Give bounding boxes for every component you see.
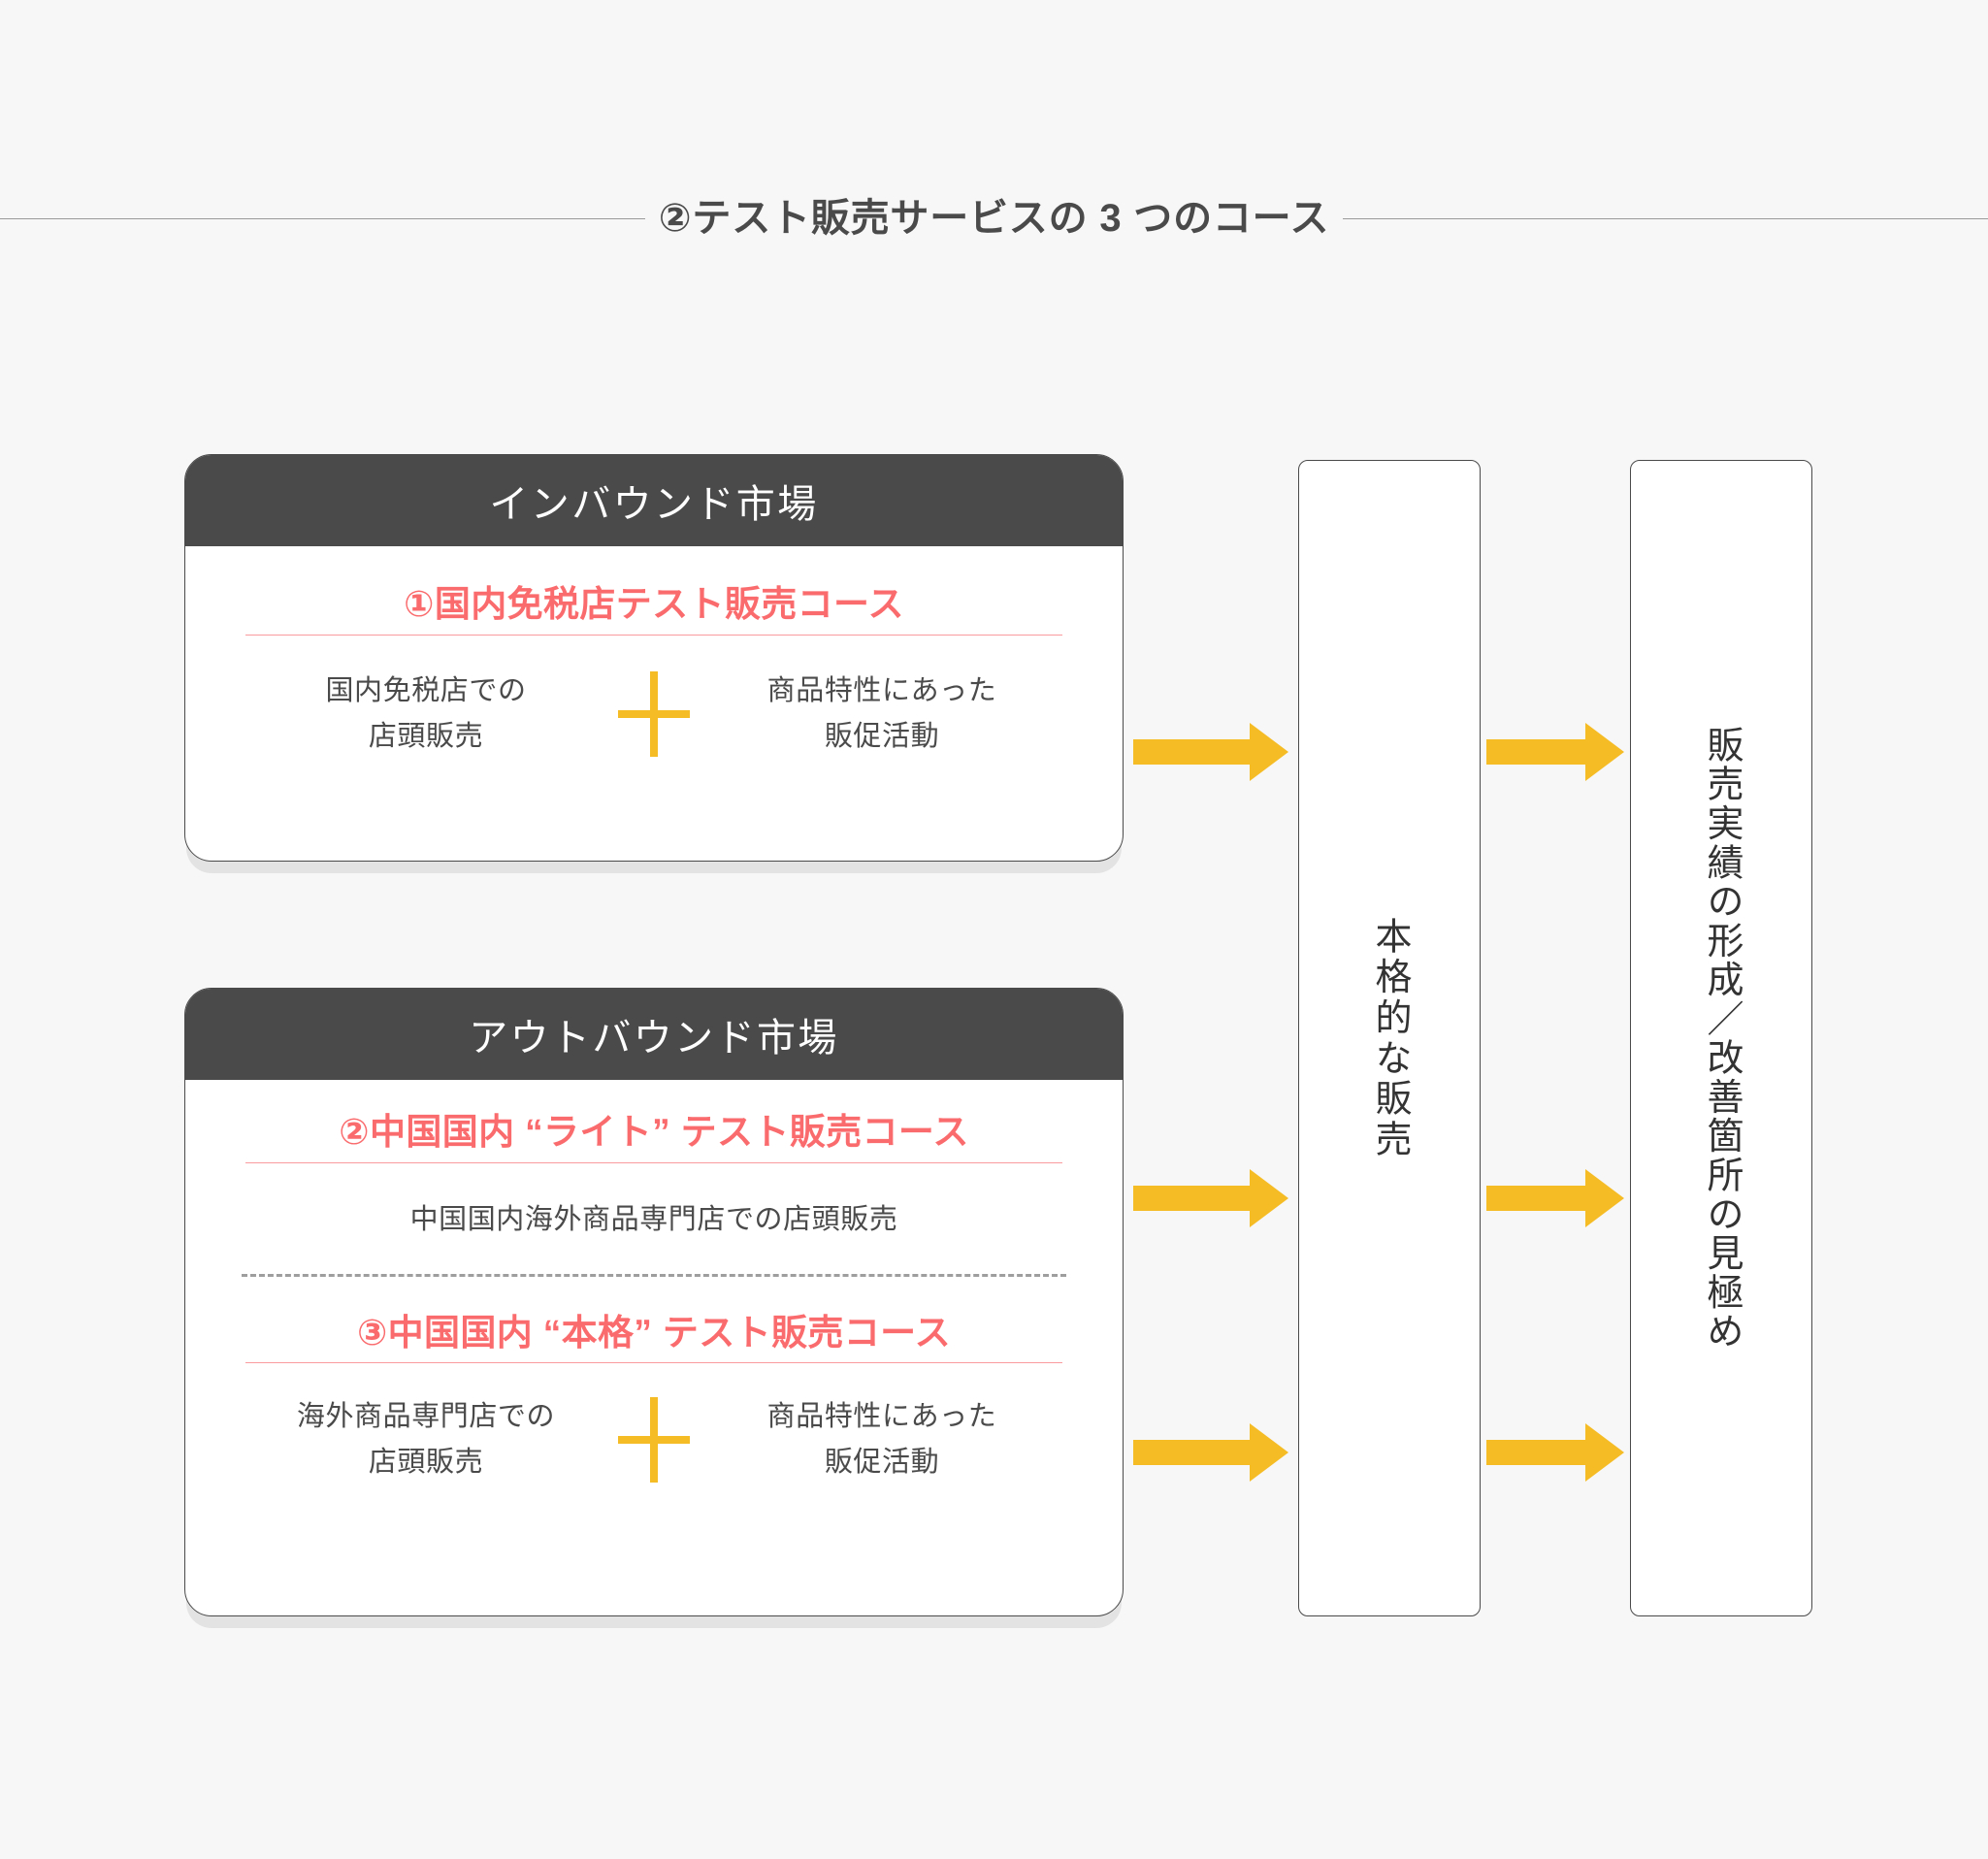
arrow-head <box>1585 1423 1624 1482</box>
arrow-shaft <box>1486 1186 1585 1211</box>
arrow-head <box>1250 1169 1288 1227</box>
course-3-left-line2: 店頭販売 <box>368 1447 484 1479</box>
card-outbound-header: アウトバウンド市場 <box>185 989 1123 1080</box>
course-3-right-line1: 商品特性にあった <box>766 1401 997 1433</box>
course-2-rule <box>245 1161 1062 1163</box>
course-2-title: ②中国国内 “ライト” テスト販売コース <box>339 1112 969 1152</box>
card-inbound-header: インバウンド市場 <box>185 455 1123 546</box>
course-3-right-line2: 販促活動 <box>824 1447 940 1479</box>
course-3-rule <box>245 1362 1062 1364</box>
arrow-shaft <box>1486 1440 1585 1465</box>
arrow-shaft <box>1133 1440 1250 1465</box>
page-title: ②テスト販売サービスの 3 つのコース <box>658 197 1330 240</box>
course-3-formula: 海外商品専門店での 店頭販売 商品特性にあった 販促活動 <box>228 1394 1080 1485</box>
card-inbound-body: ①国内免税店テスト販売コース 国内免税店での 店頭販売 商品特性にあった 販促活… <box>185 546 1123 760</box>
course-1-right-line2: 販促活動 <box>824 720 940 752</box>
course-1-rule <box>245 634 1062 636</box>
arrow-course2-to-fullsale <box>1133 1169 1288 1227</box>
outcome-box-full-sale[interactable]: 本格的な販売 <box>1298 460 1481 1616</box>
arrow-course3-to-fullsale <box>1133 1423 1288 1482</box>
plus-icon <box>610 1397 698 1484</box>
outcome-box-result-label: 販売実績の形成／改善箇所の見極め <box>1701 725 1742 1352</box>
course-2-description: 中国国内海外商品専門店での店頭販売 <box>409 1203 898 1235</box>
card-outbound-body: ②中国国内 “ライト” テスト販売コース 中国国内海外商品専門店での店頭販売 ③… <box>185 1080 1123 1485</box>
title-rule-left <box>0 217 645 219</box>
course-1-right: 商品特性にあった 販促活動 <box>698 669 1066 760</box>
arrow-head <box>1250 1423 1288 1482</box>
arrow-shaft <box>1486 739 1585 765</box>
course-1-title: ①国内免税店テスト販売コース <box>404 584 904 624</box>
arrow-fullsale-to-result-2 <box>1486 1169 1624 1227</box>
page-title-band: ②テスト販売サービスの 3 つのコース <box>0 184 1988 252</box>
arrow-head <box>1585 723 1624 781</box>
title-rule-right <box>1343 217 1988 219</box>
course-1-left: 国内免税店での 店頭販売 <box>242 669 610 760</box>
arrow-fullsale-to-result-3 <box>1486 1423 1624 1482</box>
course-3-right: 商品特性にあった 販促活動 <box>698 1394 1066 1485</box>
arrow-shaft <box>1133 739 1250 765</box>
card-inbound[interactable]: インバウンド市場 ①国内免税店テスト販売コース 国内免税店での 店頭販売 商品特… <box>184 454 1124 862</box>
course-3-left-line1: 海外商品専門店での <box>296 1401 556 1433</box>
course-divider-dashed <box>242 1273 1066 1277</box>
arrow-head <box>1250 723 1288 781</box>
course-3-left: 海外商品専門店での 店頭販売 <box>242 1394 610 1485</box>
outcome-box-full-sale-label: 本格的な販売 <box>1369 916 1410 1160</box>
card-outbound[interactable]: アウトバウンド市場 ②中国国内 “ライト” テスト販売コース 中国国内海外商品専… <box>184 988 1124 1616</box>
arrow-course1-to-fullsale <box>1133 723 1288 781</box>
course-1-left-line1: 国内免税店での <box>325 674 527 706</box>
course-3-title: ③中国国内 “本格” テスト販売コース <box>356 1312 952 1353</box>
arrow-fullsale-to-result-1 <box>1486 723 1624 781</box>
course-1-left-line2: 店頭販売 <box>368 720 484 752</box>
course-1-formula: 国内免税店での 店頭販売 商品特性にあった 販促活動 <box>228 669 1080 760</box>
arrow-shaft <box>1133 1186 1250 1211</box>
course-1-right-line1: 商品特性にあった <box>766 674 997 706</box>
plus-icon <box>610 670 698 757</box>
arrow-head <box>1585 1169 1624 1227</box>
outcome-box-result[interactable]: 販売実績の形成／改善箇所の見極め <box>1630 460 1812 1616</box>
